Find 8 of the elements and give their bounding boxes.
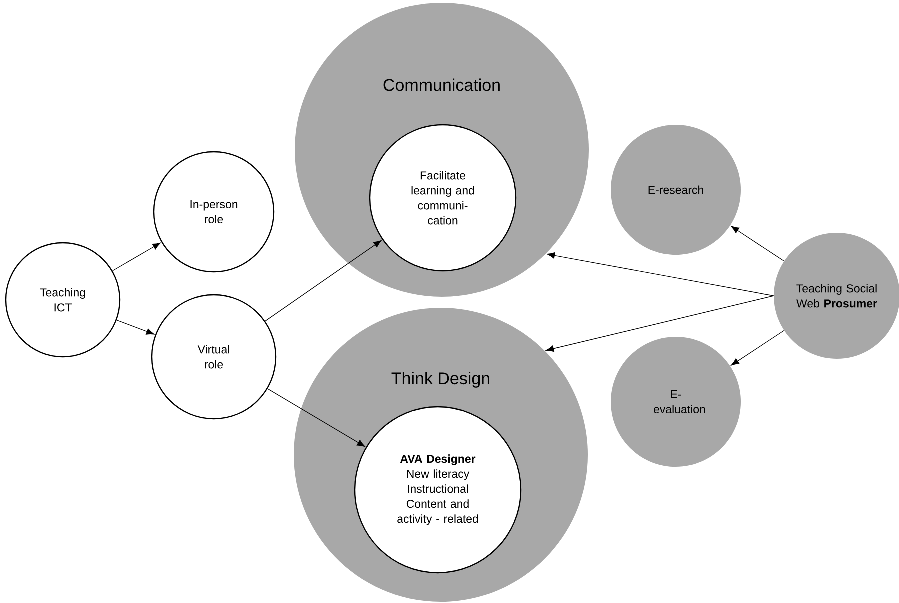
arrow bbox=[112, 242, 161, 272]
arrow bbox=[731, 226, 785, 262]
arrow bbox=[116, 320, 154, 335]
arrow bbox=[731, 330, 785, 366]
arrow bbox=[265, 240, 382, 322]
arrow bbox=[546, 296, 774, 352]
arrow bbox=[547, 252, 774, 296]
arrow bbox=[267, 388, 366, 447]
